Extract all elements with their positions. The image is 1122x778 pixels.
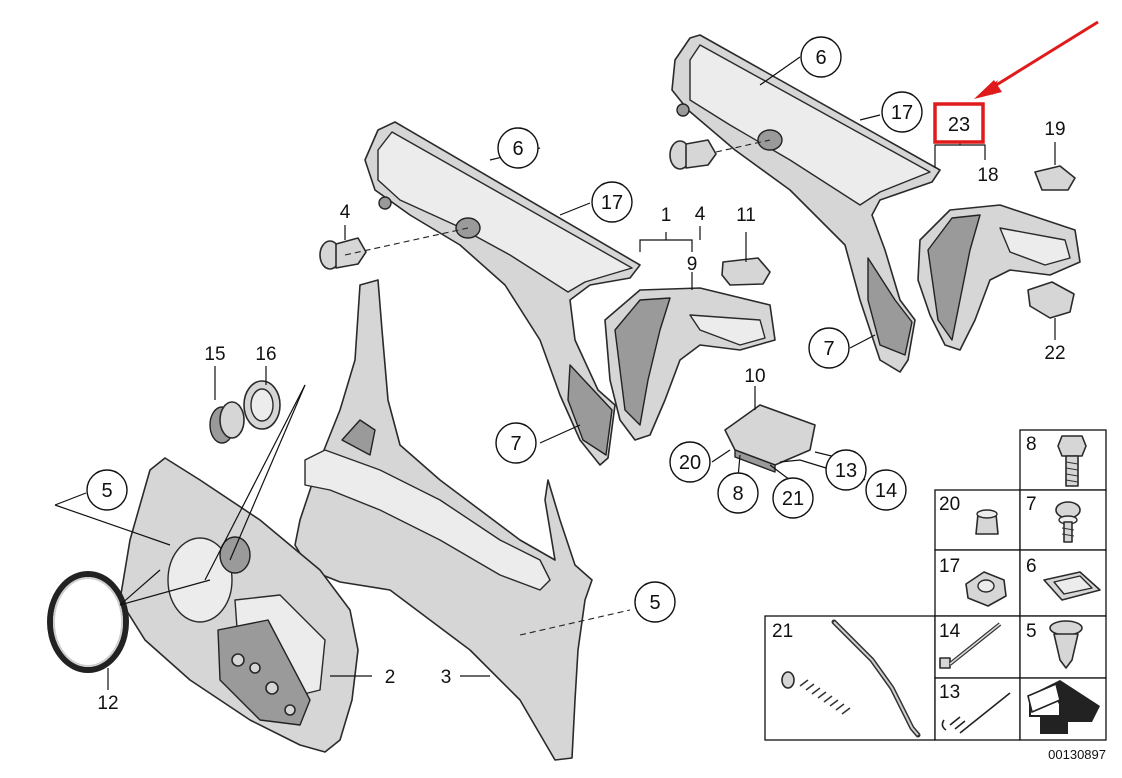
label-11: 11 [736,205,756,226]
label-12: 12 [97,693,118,714]
callout-14: 14 [865,469,907,511]
side-panel-3 [294,279,593,761]
direction-arrow-icon [1027,680,1100,734]
pad-19 [1034,165,1076,191]
label-3: 3 [441,667,452,688]
callout-5-left: 5 [86,469,128,511]
bolt-icon [1057,435,1087,487]
label-1: 1 [661,205,672,226]
callout-7-left: 7 [495,422,537,464]
svg-text:20: 20 [679,452,701,474]
svg-text:14: 14 [875,480,897,502]
label-19: 19 [1044,119,1065,140]
callouts: 6 17 6 17 7 7 5 5 20 8 21 13 14 1 9 4 4 … [86,36,1066,714]
callout-6-right: 6 [800,36,842,78]
svg-text:5: 5 [649,592,660,614]
legend-label-6: 6 [1026,556,1037,577]
legend-label-5: 5 [1026,621,1037,642]
pad-11 [721,257,771,286]
label-15: 15 [204,344,225,365]
leader-lines [54,56,1056,690]
label-16: 16 [255,344,276,365]
callout-20: 20 [669,441,711,483]
grommet-right [669,139,717,170]
ring-16 [243,380,281,430]
svg-text:7: 7 [823,338,834,360]
highlight-23: 23 [933,20,1099,144]
callout-21: 21 [772,477,814,519]
svg-text:5: 5 [101,480,112,502]
front-panel-2 [119,457,359,753]
callout-17-right: 17 [881,91,923,133]
svg-text:23: 23 [948,114,970,136]
legend-label-20: 20 [939,494,960,515]
callout-6-left: 6 [497,127,539,169]
speaker-ring-12 [47,571,129,673]
svg-text:8: 8 [732,483,743,505]
callout-7-right: 7 [808,327,850,369]
cap-icon [975,509,999,535]
svg-text:7: 7 [510,433,521,455]
cover-plate-10 [724,404,816,473]
expanding-rivet-icon [1049,620,1083,669]
clip-icon [1043,571,1101,601]
callout-13: 13 [825,449,867,491]
legend-label-17: 17 [939,556,960,577]
callout-8: 8 [717,472,759,514]
plug-15 [209,401,245,444]
legend-label-21: 21 [772,621,793,642]
trim-panel-left [364,121,641,466]
svg-text:21: 21 [782,488,804,510]
rod-spring-icon [781,619,921,738]
coil-spring-icon [941,692,1011,734]
label-9: 9 [687,254,698,275]
red-arrow-icon [984,20,1099,94]
svg-text:13: 13 [835,460,857,482]
label-22: 22 [1044,343,1065,364]
svg-text:17: 17 [601,192,623,214]
svg-text:17: 17 [891,102,913,124]
pad-22 [1027,281,1075,319]
label-18: 18 [977,165,998,186]
air-duct-left [604,287,776,441]
label-4-left: 4 [340,202,351,223]
part-code: 00130897 [1048,747,1106,762]
legend-label-14: 14 [939,621,961,642]
trim-panel-right [671,34,941,373]
legend-label-13: 13 [939,682,960,703]
svg-text:6: 6 [815,47,826,69]
screw-icon [1055,501,1081,543]
grommet-left [319,237,367,270]
label-4-right: 4 [695,204,706,225]
pin-icon [939,622,1002,669]
nut-icon [965,571,1007,607]
label-2: 2 [385,667,396,688]
label-10: 10 [744,366,765,387]
air-duct-right [917,204,1081,351]
svg-text:6: 6 [512,138,523,160]
callout-17-left: 17 [591,181,633,223]
legend-label-7: 7 [1026,494,1037,515]
legend-grid: 8 20 7 17 6 21 14 5 13 [764,429,1107,762]
legend-label-8: 8 [1026,434,1037,455]
callout-5-center: 5 [634,581,676,623]
